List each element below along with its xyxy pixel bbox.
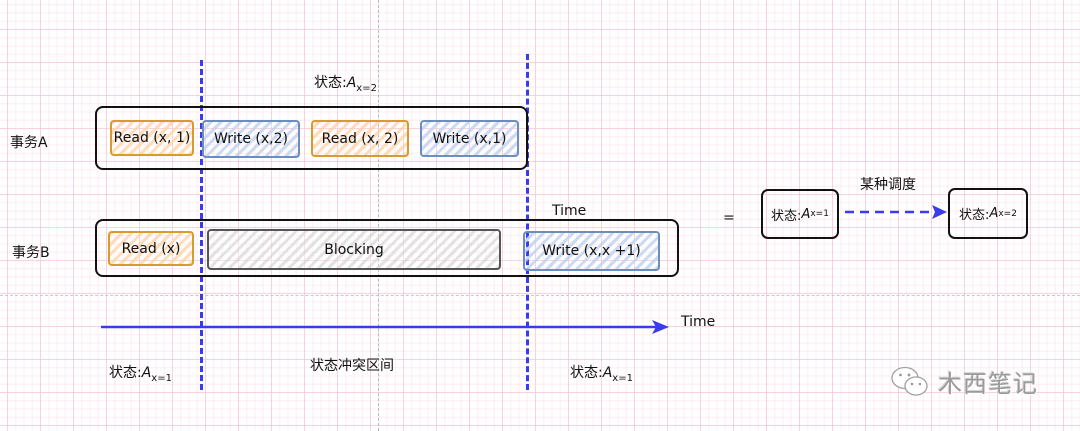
transaction-a-op-read-1: Read (x, 1)	[110, 120, 194, 156]
schedule-arrowhead	[932, 205, 947, 219]
state-var: A	[602, 365, 613, 381]
time-axis-arrowhead	[652, 320, 669, 334]
schedule-label: 某种调度	[860, 177, 916, 193]
guide-line-vertical	[378, 0, 379, 431]
state-prefix: 状态:	[959, 208, 990, 223]
equals-sign: =	[723, 210, 735, 226]
transaction-a-label: 事务A	[10, 135, 48, 151]
state-prefix: 状态:	[314, 75, 347, 91]
watermark: 木西笔记	[890, 364, 1038, 399]
boundary-line-right	[526, 54, 529, 390]
watermark-text: 木西笔记	[938, 370, 1038, 398]
state-sub: x=2	[998, 208, 1017, 219]
state-sub: x=2	[356, 83, 377, 94]
transaction-a-container	[95, 106, 528, 170]
state-sub: x=1	[151, 373, 172, 384]
state-label-bottom-right: 状态:Ax=1	[570, 362, 633, 384]
state-sub: x=1	[810, 209, 829, 219]
state-prefix: 状态:	[109, 365, 142, 381]
time-axis-label: Time	[681, 314, 716, 330]
state-var: A	[346, 75, 357, 91]
guide-line-horizontal	[0, 295, 1080, 296]
state-label-top: 状态:Ax=2	[314, 72, 377, 94]
transaction-a-op-write-2: Write (x,2)	[202, 120, 300, 158]
conflict-interval-label: 状态冲突区间	[310, 358, 394, 374]
transaction-a-op-read-3: Read (x, 2)	[311, 120, 409, 157]
time-label-above-b: Time	[552, 203, 587, 219]
transaction-b-op-write: Write (x,x +1)	[523, 231, 660, 271]
transaction-a-op-write-4: Write (x,1)	[420, 120, 519, 157]
state-sub: x=1	[612, 373, 633, 384]
boundary-line-left	[200, 60, 203, 390]
state-var: A	[989, 206, 999, 221]
transaction-b-op-read: Read (x)	[108, 231, 194, 266]
transaction-b-label: 事务B	[12, 245, 50, 261]
transaction-b-op-blocking: Blocking	[207, 229, 501, 270]
state-var: A	[801, 206, 811, 222]
state-prefix: 状态:	[570, 365, 603, 381]
state-prefix: 状态:	[771, 208, 802, 224]
state-label-bottom-left: 状态:Ax=1	[109, 362, 172, 384]
transaction-b-container	[95, 219, 679, 277]
state-var: A	[141, 365, 152, 381]
wechat-icon	[891, 366, 928, 396]
